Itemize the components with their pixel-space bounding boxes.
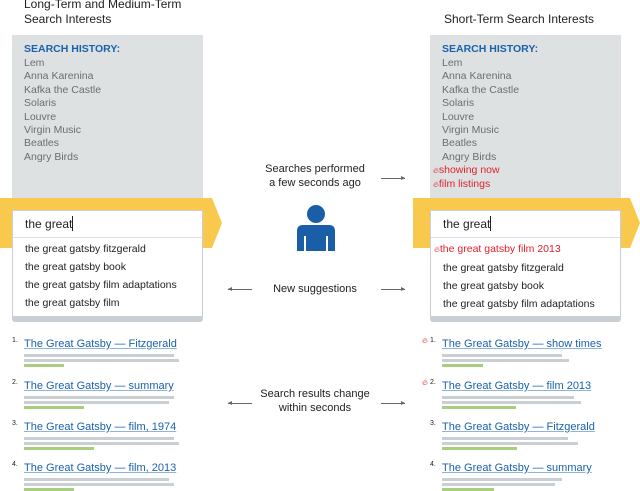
caption-line: Search results change <box>260 388 370 400</box>
search-result: 🔥︎2. The Great Gatsby — film 2013 <box>422 376 640 409</box>
history-item: Kafka the Castle <box>442 83 520 96</box>
history-text: showing now <box>438 164 500 177</box>
history-item: Solaris <box>24 97 57 110</box>
flame-icon: 🔥︎ <box>421 378 428 387</box>
suggestion-item[interactable]: the great gatsby film <box>25 297 120 309</box>
number-text: 1. <box>430 337 436 344</box>
history-item: Anna Karenina <box>24 70 94 83</box>
results-change-caption: Search results change within seconds <box>240 387 390 415</box>
recent-history-item: 🔥︎film listings <box>433 178 609 191</box>
search-input[interactable]: the great <box>13 211 202 238</box>
result-number: 3. <box>12 420 18 427</box>
history-item: Anna Karenina <box>442 70 512 83</box>
new-suggestions-caption: New suggestions <box>273 283 357 295</box>
search-result: 2. The Great Gatsby — summary <box>12 376 224 409</box>
text-cursor <box>490 216 492 231</box>
history-label: SEARCH HISTORY: <box>24 43 121 55</box>
flame-icon: 🔥︎ <box>421 336 428 345</box>
title-line: Search Interests <box>24 12 112 26</box>
result-number: 4. <box>12 461 18 468</box>
result-link[interactable]: The Great Gatsby — summary <box>24 380 174 392</box>
search-result: 3. The Great Gatsby — Fitzgerald <box>430 417 640 450</box>
history-item: Angry Birds <box>24 150 79 163</box>
suggestion-item[interactable]: the great gatsby book <box>443 280 544 292</box>
query-text: the great <box>443 217 491 231</box>
suggestion-item[interactable]: the great gatsby film adaptations <box>443 298 595 310</box>
number-text: 2. <box>430 379 436 386</box>
recent-history-item: 🔥︎showing now <box>433 164 609 177</box>
history-item: Beatles <box>442 137 478 150</box>
flame-icon: 🔥︎ <box>433 166 439 176</box>
right-search-history: SEARCH HISTORY: Lem Anna Karenina Kafka … <box>430 35 621 215</box>
result-link[interactable]: The Great Gatsby — Fitzgerald <box>24 338 177 350</box>
search-result: 4. The Great Gatsby — summary <box>430 458 640 491</box>
history-item: Angry Birds <box>442 150 497 163</box>
search-input[interactable]: the great <box>431 211 620 238</box>
suggestion-item[interactable]: the great gatsby fitzgerald <box>25 243 146 255</box>
arrow-left-icon <box>228 287 252 291</box>
result-link[interactable]: The Great Gatsby — show times <box>442 338 602 350</box>
right-search-box: the great 🔥︎the great gatsby film 2013 t… <box>430 210 621 322</box>
arrow-left-icon <box>228 401 252 405</box>
flame-icon: 🔥︎ <box>433 179 439 189</box>
result-number: 🔥︎1. <box>422 336 436 345</box>
search-result: 3. The Great Gatsby — film, 1974 <box>12 417 224 450</box>
result-number: 1. <box>12 337 18 344</box>
title-line: Long-Term and Medium-Term <box>24 0 182 11</box>
history-item: Beatles <box>24 137 60 150</box>
result-number: 4. <box>430 461 436 468</box>
suggestion-item[interactable]: the great gatsby book <box>25 261 126 273</box>
search-result: 🔥︎1. The Great Gatsby — show times <box>422 334 640 367</box>
result-link[interactable]: The Great Gatsby — film 2013 <box>442 380 592 392</box>
query-text: the great <box>25 217 73 231</box>
history-item: Lem <box>442 57 463 69</box>
result-number: 3. <box>430 420 436 427</box>
arrow-right-icon <box>381 176 405 180</box>
left-column-title: Long-Term and Medium-Term Search Interes… <box>24 0 181 27</box>
history-text: film listings <box>438 177 491 190</box>
history-item: Lem <box>24 57 45 69</box>
arrow-right-icon <box>381 287 405 291</box>
caption-line: within seconds <box>278 402 352 414</box>
user-icon <box>297 205 335 251</box>
result-number: 2. <box>12 379 18 386</box>
history-item: Virgin Music <box>24 124 81 137</box>
hot-suggestion-item[interactable]: 🔥︎the great gatsby film 2013 <box>431 240 620 259</box>
history-item: Louvre <box>24 110 57 123</box>
right-column-title: Short-Term Search Interests <box>444 12 595 26</box>
suggestion-item[interactable]: the great gatsby film adaptations <box>25 279 177 291</box>
result-link[interactable]: The Great Gatsby — film, 2013 <box>24 462 177 474</box>
suggestion-text: the great gatsby film 2013 <box>439 243 561 255</box>
search-result: 1. The Great Gatsby — Fitzgerald <box>12 334 224 367</box>
recent-searches-caption: Searches performed a few seconds ago <box>240 162 390 190</box>
left-search-history: SEARCH HISTORY: Lem Anna Karenina Kafka … <box>12 35 203 215</box>
text-cursor <box>72 216 74 231</box>
left-search-box: the great the great gatsby fitzgerald th… <box>12 210 203 322</box>
suggestion-item[interactable]: the great gatsby fitzgerald <box>443 262 564 274</box>
caption-line: a few seconds ago <box>269 177 361 189</box>
search-result: 4. The Great Gatsby — film, 2013 <box>12 458 224 491</box>
flame-icon: 🔥︎ <box>434 245 440 254</box>
history-label: SEARCH HISTORY: <box>442 43 539 55</box>
result-link[interactable]: The Great Gatsby — summary <box>442 462 592 474</box>
result-number: 🔥︎2. <box>422 378 436 387</box>
history-item: Virgin Music <box>442 124 499 137</box>
arrow-right-icon <box>381 401 405 405</box>
result-link[interactable]: The Great Gatsby — film, 1974 <box>24 421 177 433</box>
history-item: Kafka the Castle <box>24 83 102 96</box>
caption-line: Searches performed <box>265 163 365 175</box>
result-link[interactable]: The Great Gatsby — Fitzgerald <box>442 421 595 433</box>
history-item: Louvre <box>442 110 475 123</box>
history-item: Solaris <box>442 97 475 110</box>
